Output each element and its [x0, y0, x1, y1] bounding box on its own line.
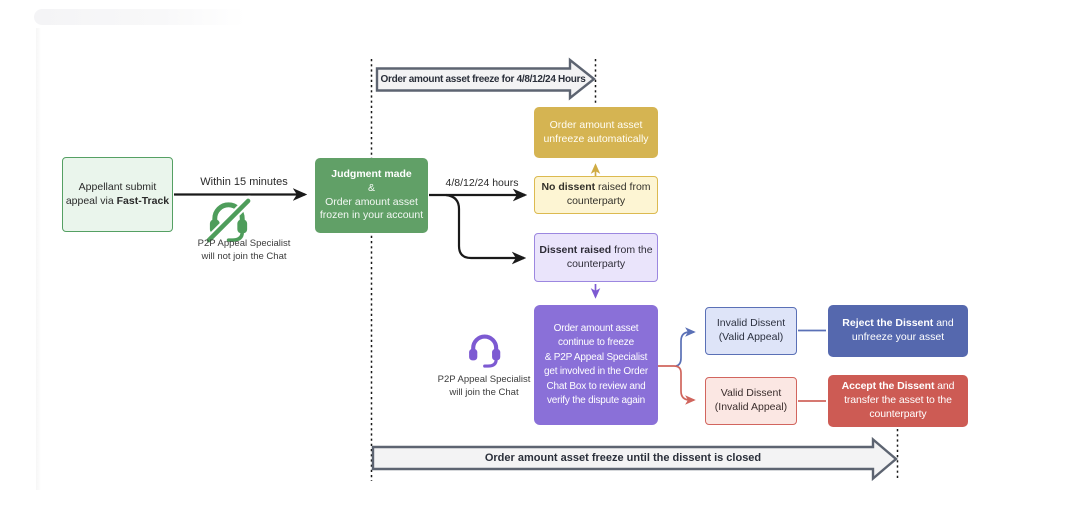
label-within-15-minutes: Within 15 minutes — [200, 176, 288, 188]
node-accept-dissent: Accept the Dissent and transfer the asse… — [828, 375, 968, 427]
top-left-decoration-bar — [34, 9, 246, 25]
caption-specialist-not-join: P2P Appeal Specialist will not join the … — [197, 238, 291, 262]
node-dissent-raised: Dissent raised from the counterparty — [534, 233, 658, 282]
node-no-dissent: No dissent raised from counterparty — [534, 176, 658, 214]
node-review-dispute: Order amount asset continue to freeze & … — [534, 305, 658, 425]
connector-review-to-valid — [658, 365, 696, 405]
caption-specialist-join: P2P Appeal Specialist will join the Chat — [437, 374, 531, 398]
node-reject-dissent: Reject the Dissent and unfreeze your ass… — [828, 305, 968, 357]
bottom-banner-label: Order amount asset freeze until the diss… — [484, 452, 762, 464]
bottom-banner-arrow-shape — [371, 436, 898, 482]
connector-review-to-invalid — [675, 327, 696, 367]
label-freeze-hours: 4/8/12/24 hours — [445, 177, 519, 189]
node-unfreeze-automatically: Order amount asset unfreeze automaticall… — [534, 107, 658, 158]
arrow-judgment-to-dissent — [445, 193, 527, 265]
top-banner-label: Order amount asset freeze for 4/8/12/24 … — [380, 73, 586, 85]
top-banner-arrow-shape — [375, 57, 596, 101]
node-appellant-submit: Appellant submit appeal via Fast-Track — [62, 157, 173, 232]
node-valid-dissent: Valid Dissent (Invalid Appeal) — [705, 377, 797, 425]
muted-headset-icon — [203, 195, 254, 246]
node-invalid-dissent: Invalid Dissent (Valid Appeal) — [705, 307, 797, 355]
page-edge-shadow — [36, 28, 41, 490]
headset-icon — [469, 334, 501, 368]
node-judgment-made: Judgment made & Order amount asset froze… — [315, 158, 428, 233]
